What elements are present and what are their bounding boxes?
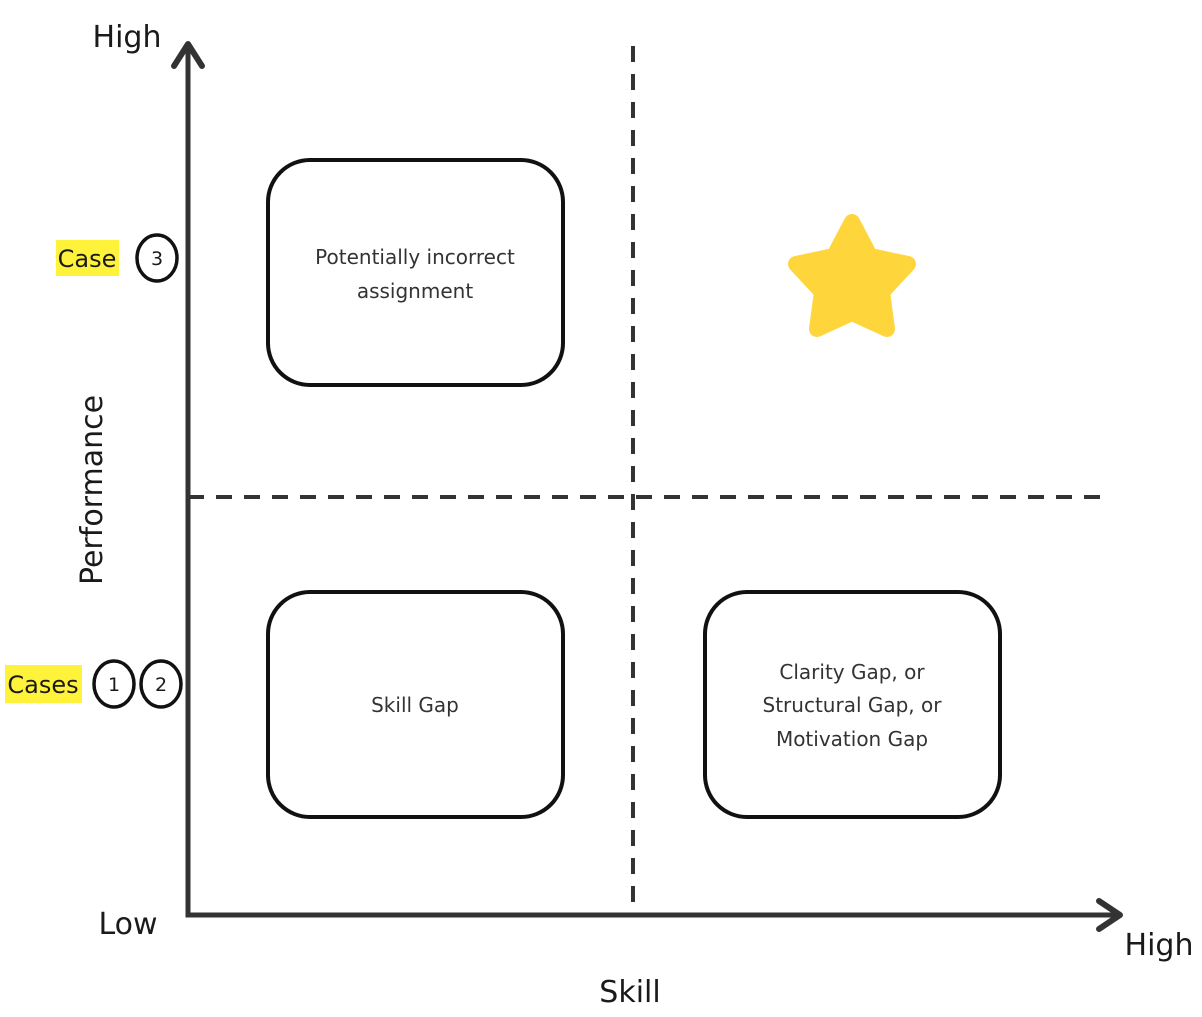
origin-low-label: Low	[98, 907, 157, 942]
x-axis-high-label: High	[1125, 928, 1194, 963]
case-badge-1-number: 1	[108, 674, 120, 696]
y-axis-arrow-icon	[171, 41, 205, 69]
quadrant-top-left-line-1: Potentially incorrect	[315, 245, 515, 269]
quadrant-bottom-right-line-3: Motivation Gap	[776, 727, 928, 751]
y-axis-title: Performance	[75, 395, 110, 585]
quadrant-bottom-left-line-1: Skill Gap	[371, 693, 459, 717]
case-low-highlight	[5, 665, 82, 703]
case-low-label: Cases	[7, 671, 78, 699]
quadrant-bottom-right-line-2: Structural Gap, or	[763, 693, 943, 717]
quadrant-top-left-line-2: assignment	[357, 279, 473, 303]
case-badge-3-number: 3	[151, 248, 163, 270]
x-axis-title: Skill	[599, 975, 660, 1010]
case-marker-high: Case 3	[56, 233, 179, 283]
quadrant-bottom-right-line-1: Clarity Gap, or	[779, 660, 925, 684]
quadrant-bottom-right: Clarity Gap, or Structural Gap, or Motiv…	[703, 590, 1002, 819]
case-marker-low: Cases 1 2	[5, 659, 183, 709]
case-high-highlight	[56, 240, 119, 276]
quadrant-bottom-left-box	[266, 590, 565, 819]
case-high-label: Case	[58, 245, 117, 273]
quadrant-top-left: Potentially incorrect assignment	[266, 158, 565, 387]
quadrant-bottom-right-box	[703, 590, 1002, 819]
quadrant-bottom-left: Skill Gap	[266, 590, 565, 819]
case-badge-3	[135, 233, 179, 283]
case-badge-2	[139, 659, 183, 709]
quadrant-top-right	[788, 214, 916, 337]
case-badge-1	[92, 659, 136, 709]
x-axis-arrow-icon	[1096, 898, 1123, 932]
case-badge-2-number: 2	[155, 674, 167, 696]
star-icon	[788, 214, 916, 337]
quadrant-top-left-box	[266, 158, 565, 387]
y-axis-high-label: High	[93, 20, 162, 55]
